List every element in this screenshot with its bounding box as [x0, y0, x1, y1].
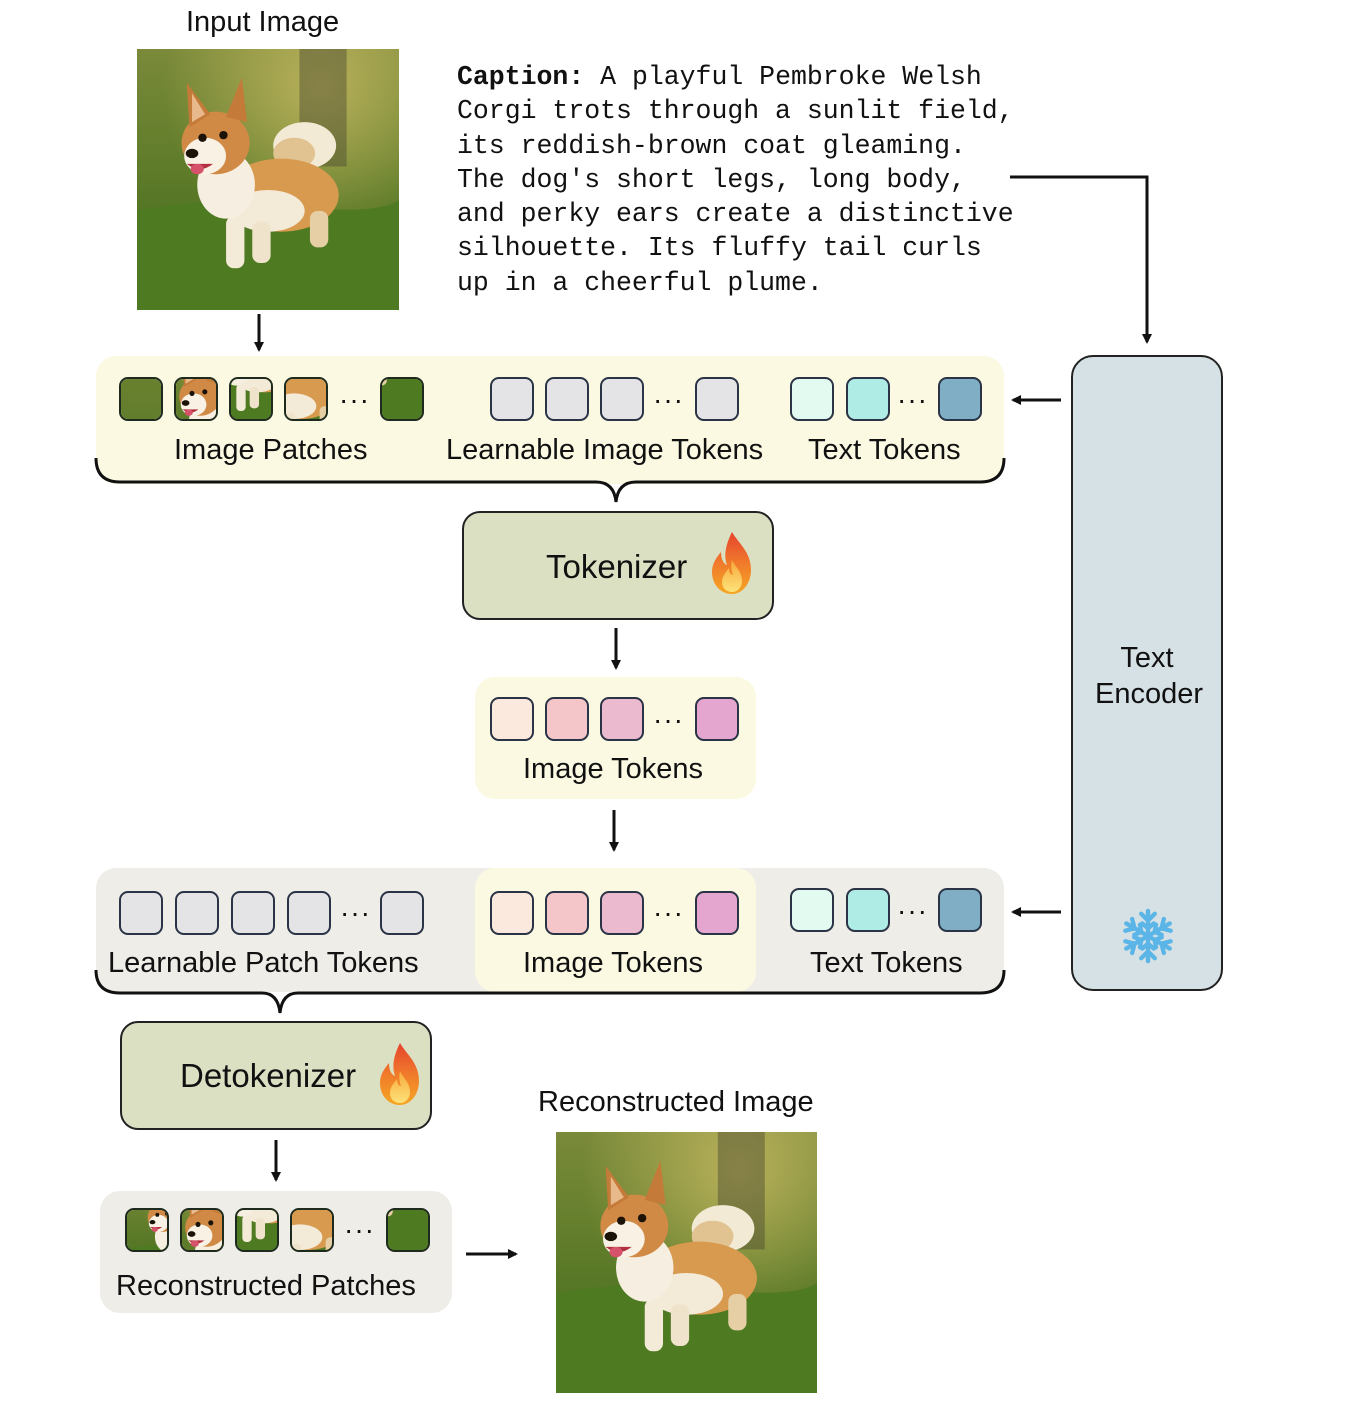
ellipsis: ···	[339, 384, 370, 415]
text-tokens-label: Text Tokens	[808, 434, 961, 466]
image-patch	[229, 377, 273, 421]
image-token	[490, 697, 534, 741]
learnable-patch-token	[119, 891, 163, 935]
image-token	[545, 697, 589, 741]
image-patch	[119, 377, 163, 421]
ellipsis: ···	[653, 384, 684, 415]
image-patch	[380, 377, 424, 421]
learnable-patch-token	[231, 891, 275, 935]
text-token	[846, 377, 890, 421]
arrow-caption-to-encoder	[1010, 175, 1152, 344]
reconstructed-patch	[125, 1208, 169, 1252]
decoder-text-tokens-label: Text Tokens	[810, 947, 963, 979]
detokenizer-label: Detokenizer	[180, 1057, 357, 1094]
learnable-image-token	[490, 377, 534, 421]
brace-detokenizer-input	[94, 969, 1006, 1014]
text-token	[938, 377, 982, 421]
fire-icon	[712, 532, 751, 594]
reconstructed-patch	[290, 1208, 334, 1252]
text-token	[790, 888, 834, 932]
caption-text: A playful Pembroke Welsh Corgi trots thr…	[457, 62, 1030, 298]
learnable-patch-tokens-label: Learnable Patch Tokens	[108, 947, 419, 979]
learnable-patch-token	[380, 891, 424, 935]
image-token	[545, 891, 589, 935]
fire-icon	[380, 1043, 419, 1105]
brace-tokenizer-input	[94, 457, 1006, 503]
text-token	[846, 888, 890, 932]
reconstructed-patch	[180, 1208, 224, 1252]
learnable-image-token	[695, 377, 739, 421]
text-token	[938, 888, 982, 932]
input-image-title: Input Image	[186, 6, 340, 38]
detokenizer-module	[120, 1021, 432, 1130]
reconstructed-image-title: Reconstructed Image	[538, 1086, 814, 1118]
snowflake-icon	[1119, 908, 1177, 966]
reconstructed-patches-label: Reconstructed Patches	[116, 1270, 416, 1302]
ellipsis: ···	[897, 895, 928, 926]
text-encoder-label: Text Encoder	[1095, 642, 1204, 710]
image-token	[695, 697, 739, 741]
text-encoder-module	[1071, 355, 1223, 991]
image-token	[490, 891, 534, 935]
learnable-image-token	[545, 377, 589, 421]
image-token	[695, 891, 739, 935]
image-token	[600, 697, 644, 741]
learnable-image-token	[600, 377, 644, 421]
ellipsis: ···	[653, 897, 684, 928]
image-tokens-label: Image Tokens	[523, 753, 704, 785]
ellipsis: ···	[340, 897, 371, 928]
reconstructed-patch	[386, 1208, 430, 1252]
caption-block: Caption: A playful Pembroke Welsh Corgi …	[457, 60, 1017, 300]
caption-label: Caption:	[457, 62, 585, 92]
text-token	[790, 377, 834, 421]
reconstructed-patch	[235, 1208, 279, 1252]
tokenizer-label: Tokenizer	[546, 548, 688, 585]
ellipsis: ···	[897, 384, 928, 415]
image-patch	[174, 377, 218, 421]
image-patch	[284, 377, 328, 421]
learnable-patch-token	[287, 891, 331, 935]
learnable-image-tokens-label: Learnable Image Tokens	[446, 434, 764, 466]
decoder-image-tokens-label: Image Tokens	[523, 947, 704, 979]
image-token	[600, 891, 644, 935]
learnable-patch-token	[175, 891, 219, 935]
ellipsis: ···	[653, 704, 684, 735]
ellipsis: ···	[344, 1214, 375, 1245]
image-patches-label: Image Patches	[174, 434, 368, 466]
